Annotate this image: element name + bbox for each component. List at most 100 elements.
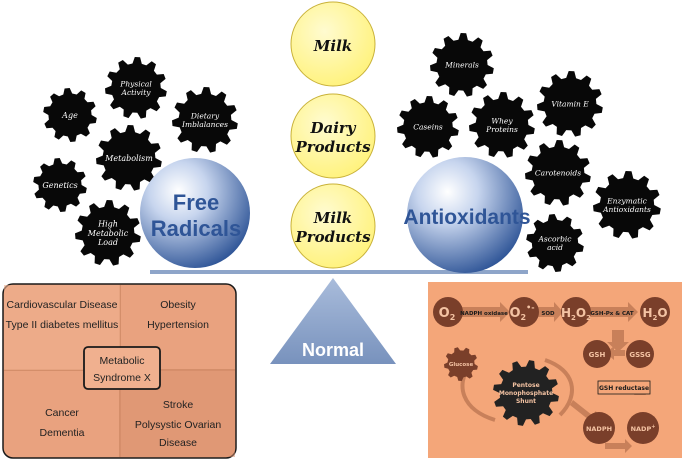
fulcrum: Normal <box>270 278 396 364</box>
stack-circle-milk <box>290 1 376 87</box>
risk-gear-4: Genetics <box>33 158 87 212</box>
antioxidant-gear-6-shape <box>526 214 584 272</box>
gsh-label: GSH <box>589 351 606 359</box>
antioxidant-gear-1-label: Caseins <box>413 123 443 132</box>
risk-gear-2: Metabolism <box>96 125 162 191</box>
gsh-reductase-label: GSH reductase <box>599 385 649 392</box>
gsh-reductase-box <box>597 380 651 395</box>
shunt-label-3: Shunt <box>516 398 536 405</box>
antioxidant-gear-2-shape <box>469 92 535 158</box>
antioxidant-gear-6-label: Ascorbic <box>538 234 573 243</box>
metabolic-syndrome-2: Syndrome X <box>93 372 151 384</box>
risk-gear-5-label: Load <box>97 238 118 247</box>
balance-beam <box>150 270 528 274</box>
nadp-circle <box>627 412 659 444</box>
risk-gear-0: Age <box>43 88 97 142</box>
free-radicals-label-1: Free <box>173 190 219 215</box>
risk-gear-4-shape <box>33 158 87 212</box>
dairy-stack: Milk Dairy Products Milk Products <box>290 1 376 269</box>
risk-gear-2-label: Metabolism <box>104 154 153 163</box>
nadp-label: NADP+ <box>631 424 656 433</box>
antioxidant-gear-5-label: Antioxidants <box>602 205 651 214</box>
risk-gear-3-label: Imblalances <box>181 120 228 129</box>
metabolic-syndrome-box <box>83 346 161 390</box>
stack-label-dairy-1: Dairy <box>309 119 356 137</box>
glucose-gear-shape <box>444 347 478 381</box>
disease-hypertension: Hypertension <box>147 319 209 331</box>
antioxidant-gear-3-label: Vitamin E <box>551 100 589 109</box>
glucose-gear <box>444 347 478 381</box>
shunt-gear <box>493 360 559 426</box>
nadph-label: NADPH <box>586 425 612 433</box>
risk-gear-3-label: Dietary <box>190 111 220 120</box>
antioxidants-label: Antioxidants <box>403 206 530 229</box>
stack-label-milk-products-1: Milk <box>313 209 352 227</box>
h2o-circle <box>640 297 670 327</box>
shunt-gear <box>493 360 559 426</box>
disease-dementia: Dementia <box>40 427 85 439</box>
disease-pcos: Polysystic Ovarian <box>135 419 222 431</box>
stack-label-milk-products-2: Products <box>294 228 371 246</box>
risk-gear-0-shape <box>43 88 97 142</box>
h2o-label: H2O <box>642 306 667 322</box>
nadph-oxidase-label: NADPH oxidase <box>460 311 508 317</box>
superoxide-circle <box>509 297 539 327</box>
h2o2-label: H2O2 <box>561 306 591 322</box>
risk-gear-5-label: Metabolic <box>87 229 129 238</box>
risk-gear-2-shape <box>96 125 162 191</box>
shunt-gear-shape <box>493 360 559 426</box>
stack-circle-dairy <box>290 93 376 179</box>
antioxidants-ball: Antioxidants <box>403 157 531 273</box>
fulcrum-label: Normal <box>302 340 364 360</box>
shunt-label-1: Pentose <box>512 382 539 389</box>
gssg-label: GSSG <box>629 351 651 359</box>
risk-gear-4-label: Genetics <box>42 181 77 190</box>
risk-gear-1-shape <box>105 57 167 119</box>
antioxidant-gear-2-label: Proteins <box>485 125 518 134</box>
nadph-circle <box>583 412 615 444</box>
disease-stroke: Stroke <box>163 399 194 411</box>
antioxidant-gear-4: Carotenoids <box>525 140 591 206</box>
free-radicals-ball: Free Radicals <box>140 158 250 268</box>
h2o2-circle <box>561 297 591 327</box>
stack-label-milk: Milk <box>313 37 352 55</box>
disease-pcos-2: Disease <box>159 437 197 449</box>
disease-panel: Cardiovascular Disease Type II diabetes … <box>2 283 237 459</box>
shunt-label-2: Monophosphate <box>499 390 553 397</box>
disease-cancer: Cancer <box>45 407 79 419</box>
antioxidant-gear-2-label: Whey <box>491 116 513 125</box>
stack-label-dairy-2: Products <box>294 138 371 156</box>
gsh-circle <box>583 340 611 368</box>
gsh-px-label: GSH-Px & CAT <box>590 311 633 317</box>
stack-circle-milk-products <box>290 183 376 269</box>
antioxidant-gear-5-label: Enzymatic <box>606 196 647 205</box>
redox-pathway-panel: O2 NADPH oxidase O2•- SOD H2O2 GSH-Px & … <box>428 282 682 458</box>
metabolic-syndrome-1: Metabolic <box>100 355 145 367</box>
antioxidant-gear-5-shape <box>593 171 661 239</box>
antioxidant-gear-0-label: Minerals <box>444 61 479 70</box>
risk-gear-0-label: Age <box>61 111 78 120</box>
risk-gear-1-label: Physical <box>119 79 152 88</box>
disease-obesity: Obesity <box>160 299 196 311</box>
antioxidant-gear-1: Caseins <box>397 96 459 158</box>
free-radicals-label-2: Radicals <box>151 216 242 241</box>
gssg-circle <box>626 340 654 368</box>
o2-label: O2 <box>439 306 456 322</box>
risk-gear-5-label: High <box>97 220 118 229</box>
risk-gear-5-shape <box>75 200 141 266</box>
superoxide-label: O2•- <box>509 303 534 322</box>
antioxidant-gear-6-label: acid <box>547 243 563 252</box>
antioxidant-gear-0-shape <box>430 33 494 97</box>
risk-gear-1-label: Activity <box>121 88 152 97</box>
antioxidant-gear-3: Vitamin E <box>537 71 603 137</box>
antioxidant-gear-4-label: Carotenoids <box>535 169 581 178</box>
risk-gear-3-shape <box>172 87 238 153</box>
